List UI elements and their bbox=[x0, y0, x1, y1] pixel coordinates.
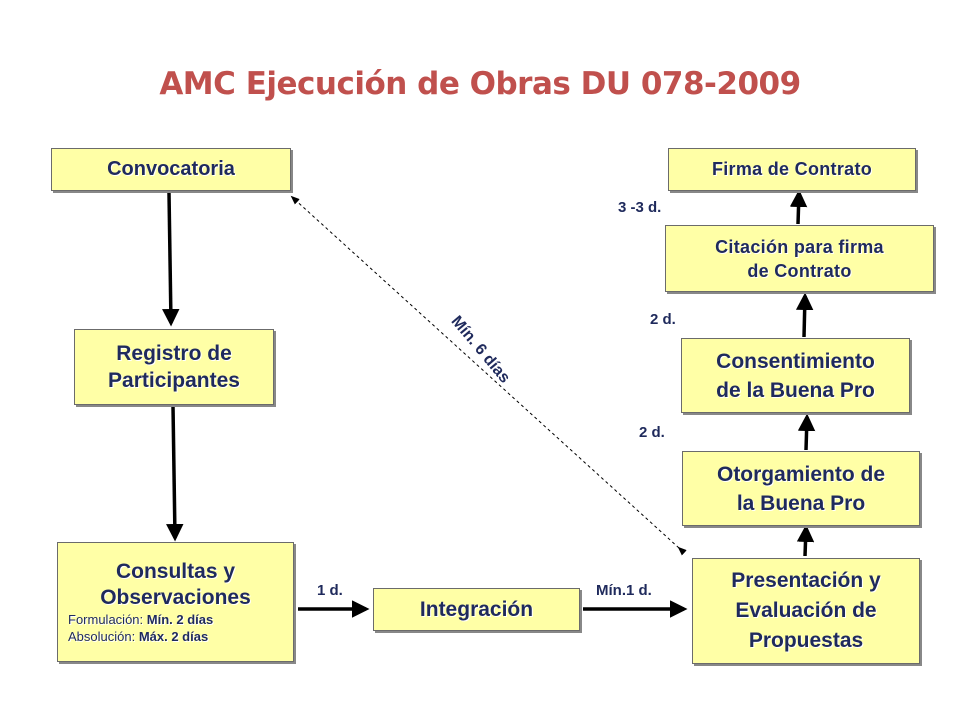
box-consultas-observaciones: Consultas y Observaciones Formulación: M… bbox=[57, 542, 294, 662]
box-integracion-label: Integración bbox=[419, 597, 534, 621]
duration-integracion-presentacion: Mín.1 d. bbox=[596, 582, 652, 599]
box-registro-line1: Registro de bbox=[116, 342, 232, 365]
arrow-presentacion-otorgamiento bbox=[796, 524, 815, 557]
box-presentacion-line2: Evaluación de bbox=[735, 599, 877, 622]
formulacion-label: Formulación: bbox=[68, 612, 147, 627]
box-consentimiento: Consentimiento de la Buena Pro bbox=[681, 338, 910, 413]
arrow-otorgamiento-consentimiento bbox=[797, 413, 816, 451]
formulacion-value: Mín. 2 días bbox=[146, 612, 214, 627]
box-consentimiento-line1: Consentimiento bbox=[716, 349, 875, 373]
box-consultas-line1: Consultas y bbox=[115, 560, 236, 583]
absolucion-line: Absolución: Máx. 2 días bbox=[58, 628, 293, 645]
arrow-citacion-firma bbox=[789, 189, 808, 225]
box-otorgamiento-line2: la Buena Pro bbox=[736, 491, 866, 515]
dashed-arrow-min-6-dias bbox=[290, 195, 687, 556]
box-firma-label: Firma de Contrato bbox=[711, 159, 873, 179]
absolucion-label: Absolución: bbox=[68, 629, 139, 644]
formulacion-line: Formulación: Mín. 2 días bbox=[58, 611, 293, 628]
box-citacion-line2: de Contrato bbox=[747, 260, 852, 281]
box-otorgamiento-line1: Otorgamiento de bbox=[716, 462, 885, 486]
box-consentimiento-line2: de la Buena Pro bbox=[716, 378, 875, 402]
box-citacion-line1: Citación para firma bbox=[715, 236, 884, 257]
duration-otorgamiento-consentimiento: 2 d. bbox=[639, 424, 665, 441]
box-firma-contrato: Firma de Contrato bbox=[668, 148, 916, 191]
box-citacion: Citación para firma de Contrato bbox=[665, 225, 934, 292]
box-registro-line2: Participantes bbox=[108, 369, 240, 392]
box-presentacion-evaluacion: Presentación y Evaluación de Propuestas bbox=[692, 558, 920, 664]
box-presentacion-line3: Propuestas bbox=[748, 629, 864, 652]
box-convocatoria: Convocatoria bbox=[51, 148, 291, 191]
absolucion-value: Máx. 2 días bbox=[138, 629, 209, 644]
arrow-registro-consultas bbox=[166, 405, 184, 542]
duration-citacion-firma: 3 -3 d. bbox=[618, 199, 662, 216]
duration-consultas-integracion: 1 d. bbox=[317, 582, 343, 599]
arrow-convocatoria-registro bbox=[162, 192, 180, 327]
box-consultas-line2: Observaciones bbox=[100, 586, 251, 609]
box-integracion: Integración bbox=[373, 588, 580, 631]
page-title: AMC Ejecución de Obras DU 078-2009 bbox=[159, 66, 801, 102]
box-convocatoria-label: Convocatoria bbox=[107, 158, 235, 180]
box-presentacion-line1: Presentación y bbox=[731, 569, 881, 592]
box-registro-participantes: Registro de Participantes bbox=[74, 329, 274, 405]
arrow-consentimiento-citacion bbox=[795, 292, 814, 338]
duration-consentimiento-citacion: 2 d. bbox=[650, 311, 676, 328]
box-otorgamiento: Otorgamiento de la Buena Pro bbox=[682, 451, 920, 526]
